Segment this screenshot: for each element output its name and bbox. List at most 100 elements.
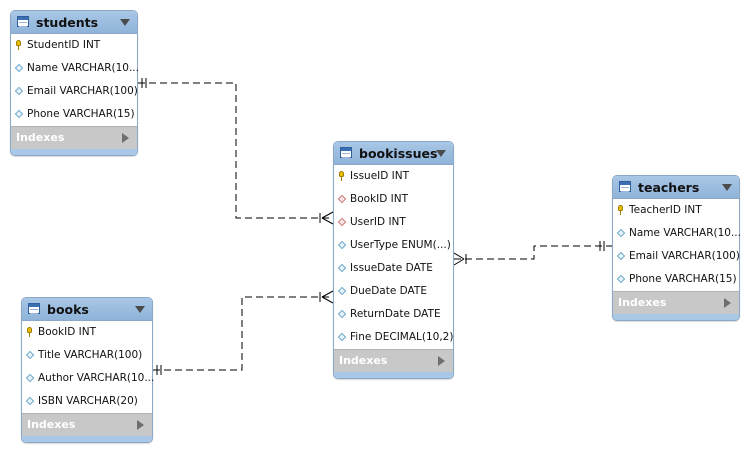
column-diamond-icon <box>25 373 35 383</box>
indexes-label: Indexes <box>618 296 667 309</box>
column-label: Title VARCHAR(100) <box>38 349 143 361</box>
indexes-label: Indexes <box>339 354 388 367</box>
expand-arrow-icon[interactable] <box>724 298 731 308</box>
column-label: Phone VARCHAR(15) <box>629 273 737 285</box>
column-label: IssueID INT <box>350 170 410 182</box>
column-row[interactable]: UserID INT <box>334 211 453 234</box>
column-label: Email VARCHAR(100) <box>27 85 138 97</box>
column-label: ISBN VARCHAR(20) <box>38 395 138 407</box>
column-row[interactable]: Email VARCHAR(100) <box>613 245 740 268</box>
column-diamond-icon <box>25 396 35 406</box>
relationship-teachers-bookissues[interactable] <box>454 245 612 260</box>
expand-arrow-icon[interactable] <box>438 356 445 366</box>
table-header[interactable]: bookissues <box>334 142 453 165</box>
column-diamond-icon <box>14 63 24 73</box>
column-diamond-icon <box>337 240 347 250</box>
collapse-arrow-icon[interactable] <box>722 184 732 191</box>
column-row[interactable]: BookID INT <box>22 321 152 344</box>
expand-arrow-icon[interactable] <box>122 133 129 143</box>
table-footer <box>334 372 453 378</box>
column-row[interactable]: Email VARCHAR(100) <box>11 80 138 103</box>
indexes-label: Indexes <box>16 131 65 144</box>
column-label: Author VARCHAR(10... <box>38 372 155 384</box>
table-icon <box>17 16 29 27</box>
foreign-key-diamond-icon <box>337 217 347 227</box>
column-row[interactable]: TeacherID INT <box>613 199 739 222</box>
column-label: Fine DECIMAL(10,2) <box>350 331 454 343</box>
column-diamond-icon <box>337 286 347 296</box>
column-label: ReturnDate DATE <box>350 308 441 320</box>
column-row[interactable]: Title VARCHAR(100) <box>22 344 152 367</box>
primary-key-icon <box>618 205 623 215</box>
many-marker-teachers <box>453 252 467 266</box>
indexes-section[interactable]: Indexes <box>22 413 152 436</box>
many-marker-students <box>319 211 334 225</box>
indexes-label: Indexes <box>27 418 76 431</box>
column-diamond-icon <box>337 332 347 342</box>
table-teachers[interactable]: teachers TeacherID INT Name VARCHAR(10..… <box>612 175 741 321</box>
column-label: StudentID INT <box>27 39 101 51</box>
column-label: Name VARCHAR(10... <box>27 62 139 74</box>
column-diamond-icon <box>337 309 347 319</box>
collapse-arrow-icon[interactable] <box>135 306 145 313</box>
column-row[interactable]: Name VARCHAR(10... <box>11 57 139 80</box>
expand-arrow-icon[interactable] <box>137 420 144 430</box>
indexes-section[interactable]: Indexes <box>613 291 739 314</box>
table-bookissues[interactable]: bookissues IssueID INT BookID INT UserID… <box>333 141 454 379</box>
column-row[interactable]: Author VARCHAR(10... <box>22 367 155 390</box>
column-row[interactable]: ISBN VARCHAR(20) <box>22 390 152 413</box>
table-icon <box>340 147 352 158</box>
column-row[interactable]: DueDate DATE <box>334 280 453 303</box>
table-header[interactable]: students <box>11 11 137 34</box>
column-row[interactable]: Phone VARCHAR(15) <box>613 268 739 291</box>
relationship-students-bookissues[interactable] <box>138 82 333 219</box>
primary-key-icon <box>339 171 344 181</box>
column-label: TeacherID INT <box>629 204 702 216</box>
collapse-arrow-icon[interactable] <box>120 19 130 26</box>
column-label: BookID INT <box>350 193 409 205</box>
table-icon <box>28 303 40 314</box>
column-diamond-icon <box>616 274 626 284</box>
column-row[interactable]: BookID INT <box>334 188 453 211</box>
table-books[interactable]: books BookID INT Title VARCHAR(100) Auth… <box>21 297 155 443</box>
column-row[interactable]: StudentID INT <box>11 34 137 57</box>
column-label: UserType ENUM(...) <box>350 239 451 251</box>
indexes-section[interactable]: Indexes <box>334 349 453 372</box>
primary-key-icon <box>27 327 32 337</box>
column-diamond-icon <box>14 86 24 96</box>
table-title: students <box>36 15 99 30</box>
table-footer <box>22 436 152 442</box>
column-label: BookID INT <box>38 326 97 338</box>
table-title: books <box>47 302 89 317</box>
column-label: DueDate DATE <box>350 285 427 297</box>
relationship-books-bookissues[interactable] <box>153 296 333 371</box>
column-row[interactable]: ReturnDate DATE <box>334 303 453 326</box>
column-label: Email VARCHAR(100) <box>629 250 740 262</box>
table-students[interactable]: students StudentID INT Name VARCHAR(10..… <box>10 10 139 156</box>
column-label: Phone VARCHAR(15) <box>27 108 135 120</box>
column-diamond-icon <box>14 109 24 119</box>
column-diamond-icon <box>25 350 35 360</box>
table-header[interactable]: teachers <box>613 176 739 199</box>
table-title: bookissues <box>359 146 438 161</box>
column-row[interactable]: UserType ENUM(...) <box>334 234 453 257</box>
column-label: UserID INT <box>350 216 406 228</box>
collapse-arrow-icon[interactable] <box>436 150 446 157</box>
column-label: Name VARCHAR(10... <box>629 227 741 239</box>
table-footer <box>613 314 739 320</box>
table-header[interactable]: books <box>22 298 152 321</box>
column-diamond-icon <box>616 251 626 261</box>
column-row[interactable]: Phone VARCHAR(15) <box>11 103 137 126</box>
column-row[interactable]: Fine DECIMAL(10,2) <box>334 326 453 349</box>
indexes-section[interactable]: Indexes <box>11 126 137 149</box>
column-row[interactable]: Name VARCHAR(10... <box>613 222 741 245</box>
column-row[interactable]: IssueDate DATE <box>334 257 453 280</box>
many-marker-books <box>319 290 334 304</box>
column-label: IssueDate DATE <box>350 262 433 274</box>
primary-key-icon <box>16 40 21 50</box>
column-diamond-icon <box>616 228 626 238</box>
table-footer <box>11 149 137 155</box>
column-row[interactable]: IssueID INT <box>334 165 453 188</box>
